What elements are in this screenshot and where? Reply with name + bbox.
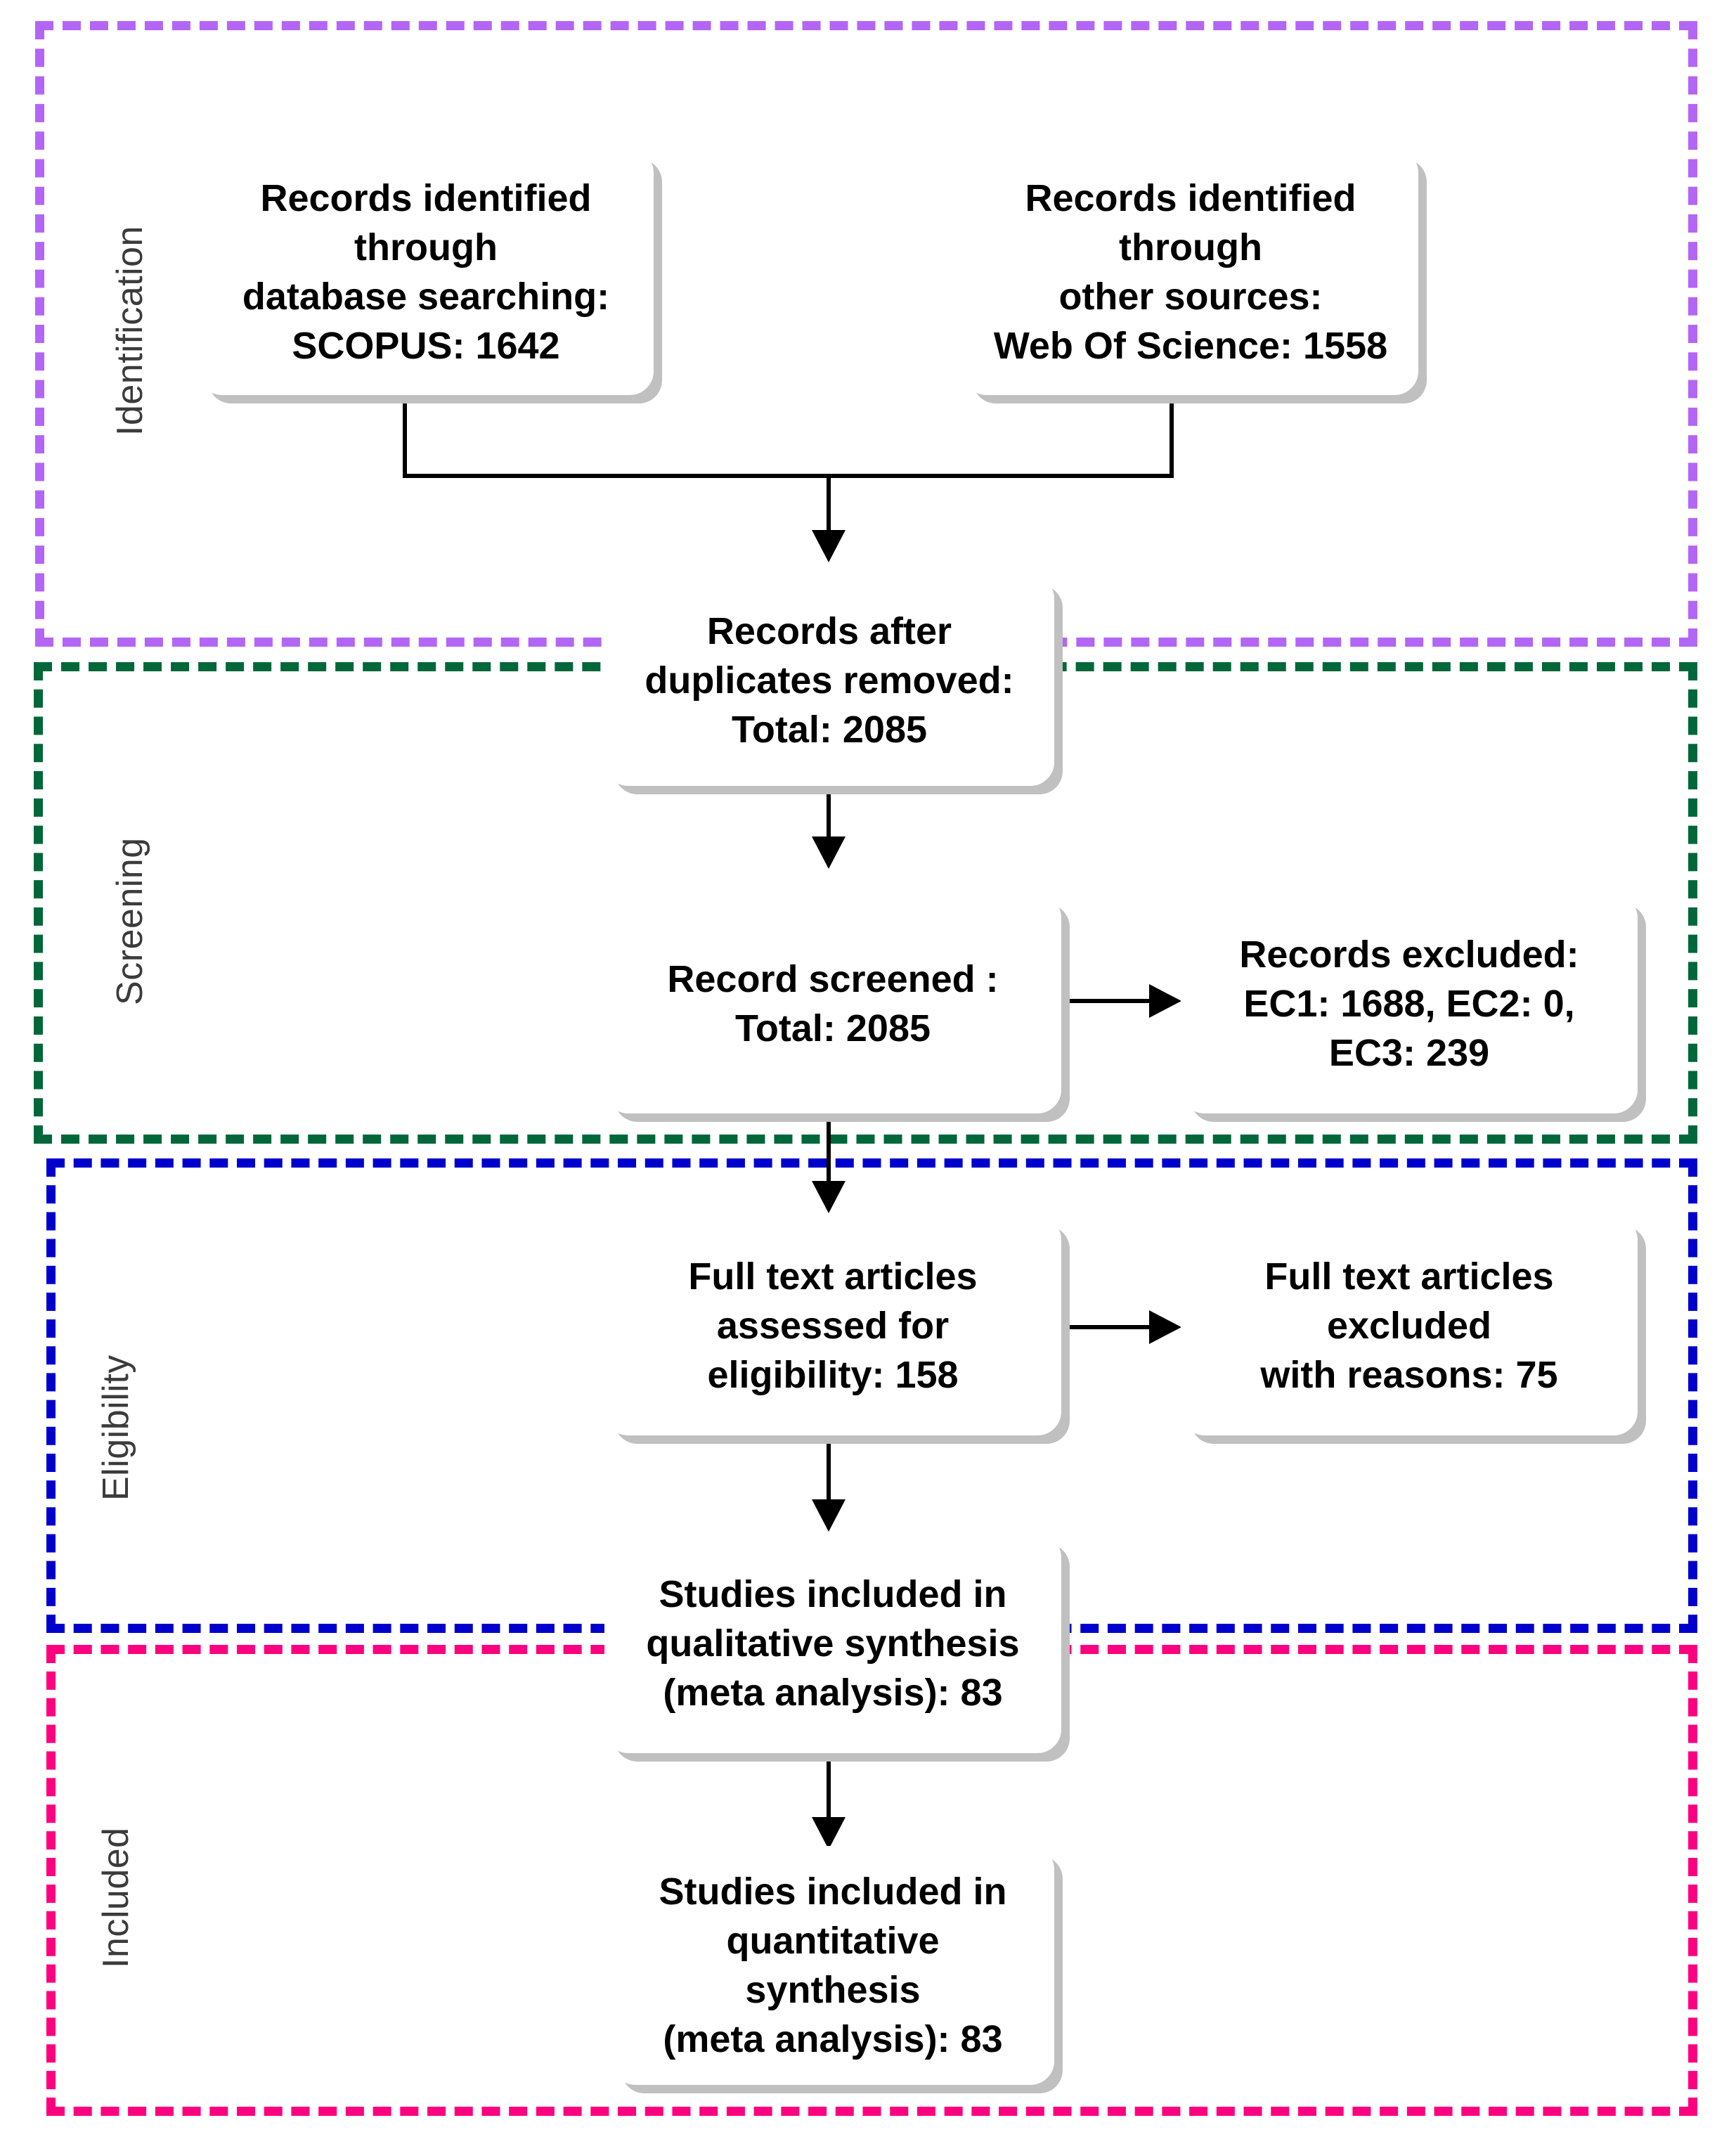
arrow-to-screened bbox=[812, 836, 846, 869]
arrow-to-qualitative bbox=[812, 1499, 846, 1532]
phase-label-eligibility: Eligibility bbox=[96, 1355, 136, 1501]
arrow-to-fulltext-assessed bbox=[812, 1181, 846, 1213]
phase-label-screening: Screening bbox=[110, 837, 150, 1005]
phase-label-identification: Identification bbox=[110, 226, 150, 436]
node-fulltext-assessed[interactable]: Full text articles assessed for eligibil… bbox=[604, 1216, 1061, 1435]
arrow-to-records-excluded bbox=[1149, 984, 1181, 1018]
connector-merge-down bbox=[827, 474, 831, 537]
connector-duplicates-to-screened bbox=[827, 784, 831, 844]
arrow-to-quantitative bbox=[812, 1817, 846, 1849]
phase-label-included: Included bbox=[96, 1827, 136, 1968]
node-fulltext-excluded[interactable]: Full text articles excluded with reasons… bbox=[1181, 1216, 1638, 1435]
connector-fulltext-to-excluded bbox=[1061, 1325, 1153, 1329]
connector-fulltext-to-qualitative bbox=[827, 1434, 831, 1504]
connector-left-source-stem bbox=[403, 394, 407, 478]
node-studies-quantitative[interactable]: Studies included in quantitative synthes… bbox=[611, 1846, 1054, 2085]
node-records-identified-database[interactable]: Records identified through database sear… bbox=[198, 149, 654, 395]
arrow-to-after-duplicates bbox=[812, 530, 846, 562]
node-studies-qualitative[interactable]: Studies included in qualitative synthesi… bbox=[604, 1534, 1061, 1753]
connector-screened-to-excluded bbox=[1061, 999, 1153, 1003]
connector-screened-to-fulltext bbox=[827, 1112, 831, 1186]
node-records-after-duplicates[interactable]: Records after duplicates removed: Total:… bbox=[604, 575, 1054, 786]
node-record-screened[interactable]: Record screened : Total: 2085 bbox=[604, 894, 1061, 1113]
connector-right-source-stem bbox=[1170, 394, 1174, 478]
node-records-excluded[interactable]: Records excluded: EC1: 1688, EC2: 0, EC3… bbox=[1181, 894, 1638, 1113]
node-records-identified-other[interactable]: Records identified through other sources… bbox=[963, 149, 1418, 395]
connector-qualitative-to-quantitative bbox=[827, 1750, 831, 1821]
arrow-to-fulltext-excluded bbox=[1149, 1310, 1181, 1344]
connector-merge-bar bbox=[403, 474, 1174, 478]
